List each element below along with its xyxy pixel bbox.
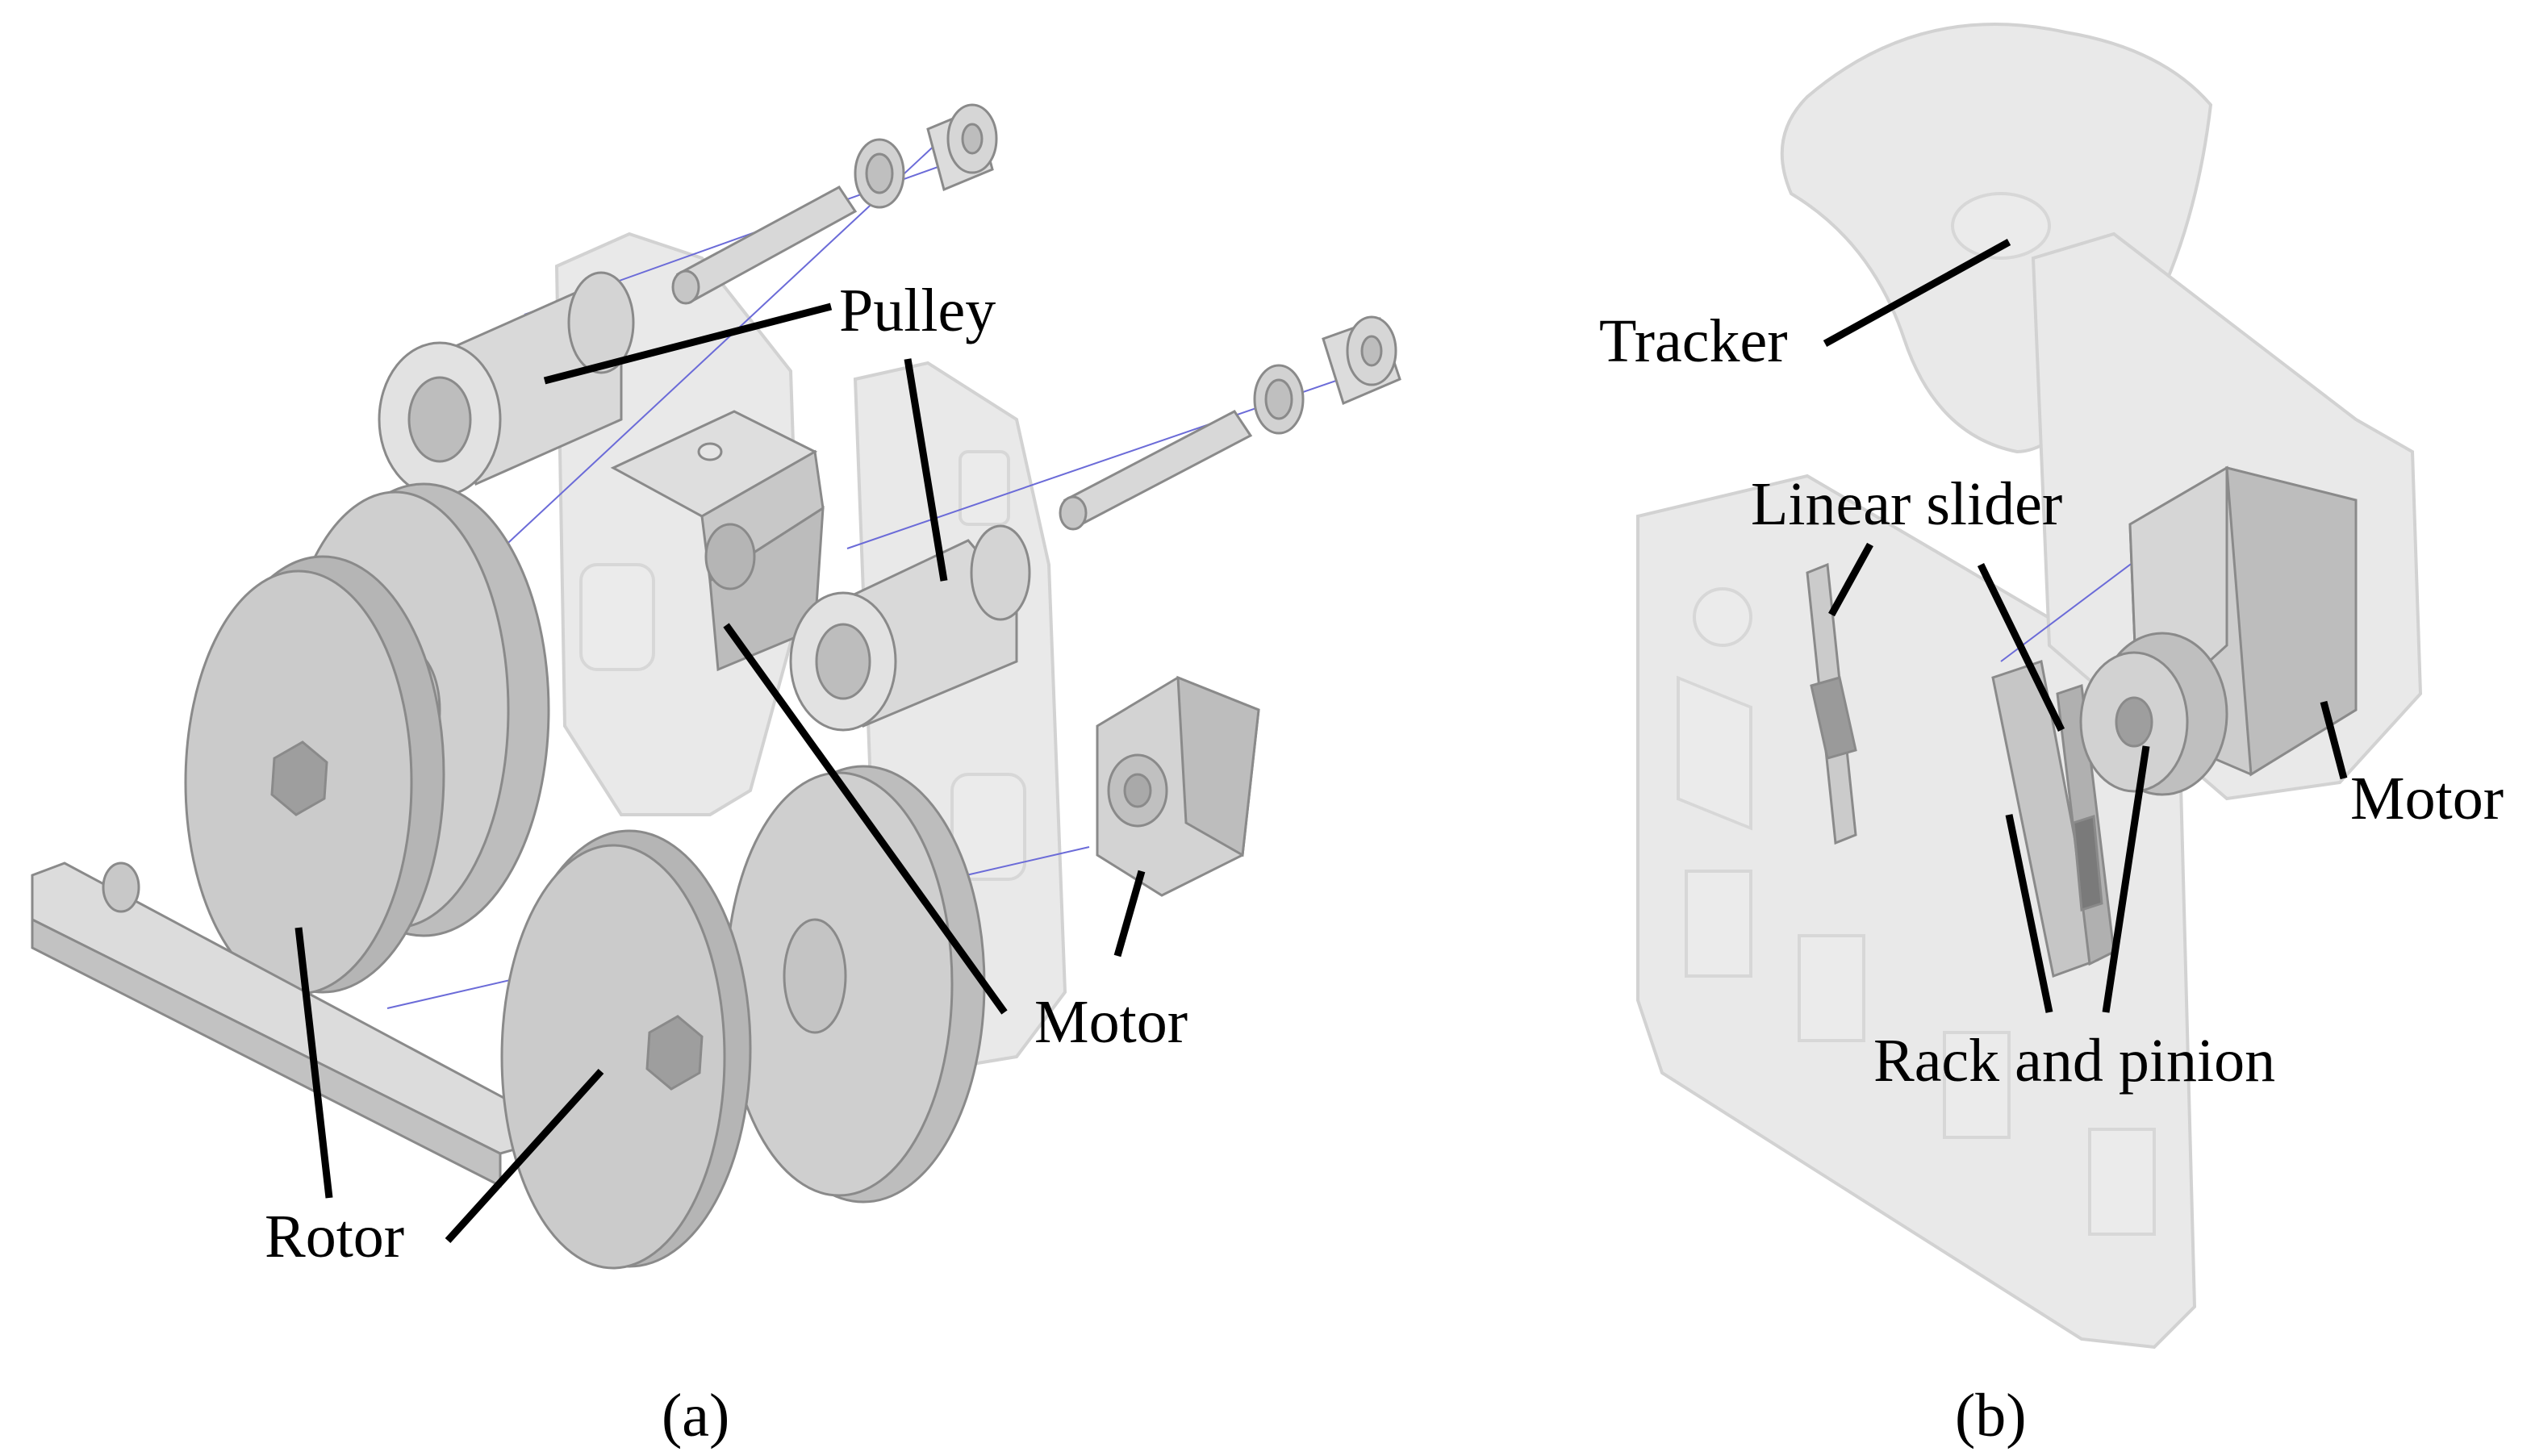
leader-rack-and-pinion-2 [2102,745,2150,1013]
pinion-gear [2079,632,2228,796]
leader-pulley-2 [904,358,948,582]
label-pulley: Pulley [839,277,996,344]
rack [1991,660,2115,978]
mid-shaft-assembly [1059,315,1401,531]
panel-b: Tracker Linear slider Motor Rack and pin… [1599,23,2504,1450]
label-rack-and-pinion: Rack and pinion [1873,1027,2275,1095]
top-shaft-assembly [671,103,998,305]
leader-motor-1 [723,623,1008,1015]
motor-bracket [610,410,825,672]
leader-rack-and-pinion-1 [2005,814,2053,1013]
leader-motor-2 [1113,870,1146,957]
pulley-mid [789,524,1031,732]
label-rotor: Rotor [265,1203,404,1270]
panel-a: Pulley Motor Rotor (a) [31,103,1401,1450]
rotor-disk-rear-2 [725,765,986,1204]
caption-a: (a) [662,1382,729,1450]
base-plate [1636,474,2197,1350]
label-linear-slider: Linear slider [1751,470,2062,538]
label-tracker: Tracker [1599,307,1788,375]
label-motor-b: Motor [2350,765,2504,832]
leader-rotor-2 [445,1068,604,1244]
label-motor-a: Motor [1034,988,1188,1056]
linear-slider-part [1806,562,1857,845]
leader-lines-b [1823,239,2348,1013]
leader-lines-a [294,302,1146,1244]
leader-linear-slider [1828,542,1873,617]
rotor-disk-front [184,555,445,995]
servo-motor [1096,675,1260,897]
caption-b: (b) [1955,1382,2027,1450]
leader-rack [1977,563,2065,732]
rotor-disk-front-2 [500,829,752,1270]
leader-rotor-1 [294,927,333,1199]
leader-motor-b [2320,700,2348,780]
leader-tracker [1823,239,2011,347]
leader-pulley-1 [543,302,833,385]
pulley-top [378,271,635,498]
